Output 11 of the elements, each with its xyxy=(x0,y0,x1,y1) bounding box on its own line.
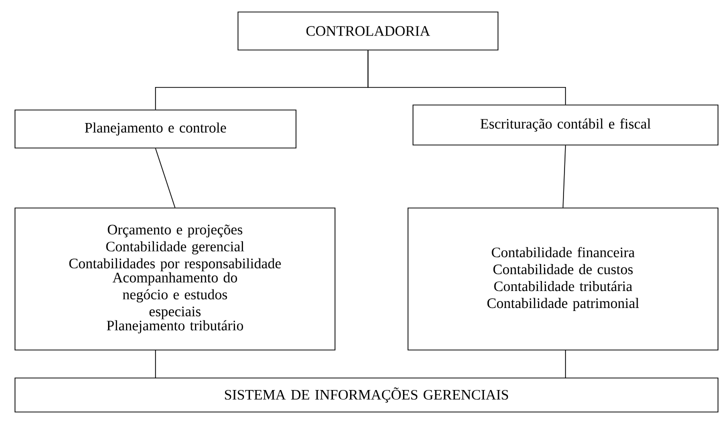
list-box: Contabilidade financeira Contabilidade de custos Contabilidade tributária Contabilidade patrimonial xyxy=(408,208,718,350)
list-box: Orçamento e projeções Contabilidade gerencial Contabilidades por responsabilidade Acompanhamento do negócio e estudos especiais Planejamento tributário xyxy=(14,208,336,350)
title-box: CONTROLADORIA xyxy=(238,12,498,50)
category-box: Planejamento e controle xyxy=(14,110,296,148)
system-box: SISTEMA DE INFORMAÇÕES GERENCIAIS xyxy=(14,378,718,412)
category-box: Escrituração contábil e fiscal xyxy=(412,104,718,146)
connector-line xyxy=(155,148,176,208)
connector-line xyxy=(368,50,566,105)
connector-line xyxy=(155,350,156,378)
connector-line xyxy=(565,350,566,378)
connector-line xyxy=(562,145,566,208)
